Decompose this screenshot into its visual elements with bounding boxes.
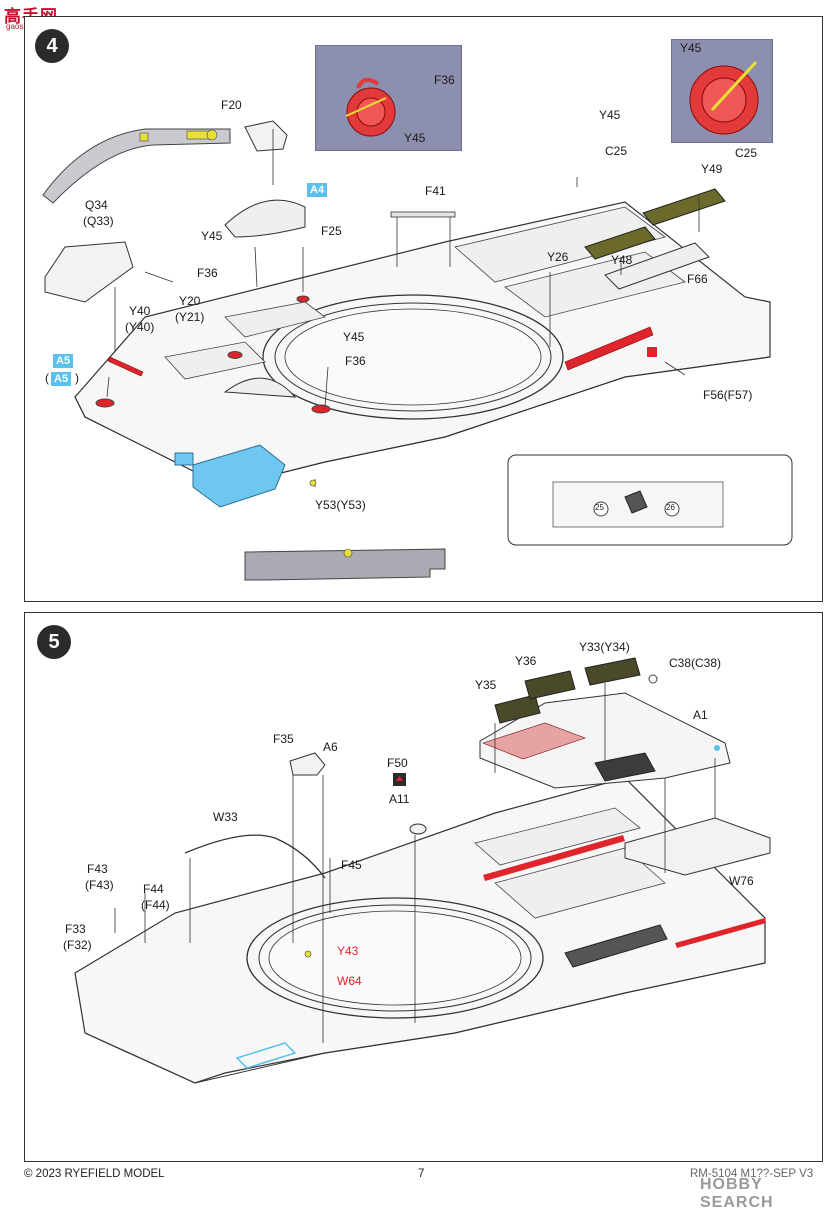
label-F43-paren: (F43) — [85, 878, 114, 892]
label-Y40: Y40 — [129, 304, 151, 318]
label-A1: A1 — [693, 708, 708, 722]
label-Y33: Y33(Y34) — [579, 640, 630, 654]
inset-hatch-detail-2: Y45 — [671, 39, 773, 143]
inset-2-label-C25: C25 — [735, 146, 758, 160]
label-F43: F43 — [87, 862, 108, 876]
footer-page-number: 7 — [418, 1168, 425, 1180]
label-Y40-paren: (Y40) — [125, 320, 155, 334]
detail-label-26: 26 — [666, 503, 675, 512]
label-W33: W33 — [213, 810, 238, 824]
label-F33: F33 — [65, 922, 86, 936]
label-W76: W76 — [729, 874, 754, 888]
inset-2-label-Y45: Y45 — [680, 41, 702, 55]
label-F45: F45 — [341, 858, 362, 872]
label-W64: W64 — [337, 974, 362, 988]
label-C25: C25 — [605, 144, 628, 158]
label-Y36: Y36 — [515, 654, 537, 668]
inset-1-label-Y45: Y45 — [404, 131, 426, 145]
label-F36-b: F36 — [345, 354, 366, 368]
label-A6: A6 — [323, 740, 338, 754]
label-A5-paren-open: ( — [45, 371, 49, 385]
label-Y53: Y53(Y53) — [315, 498, 366, 512]
step-4-panel: 4 — [24, 16, 823, 602]
label-F20: F20 — [221, 98, 242, 112]
label-A5-paren-close: ) — [75, 371, 79, 385]
footer-copyright: © 2023 RYEFIELD MODEL — [24, 1168, 165, 1180]
part-tag-A4: A4 — [307, 183, 328, 197]
step-4-drawing — [42, 120, 793, 581]
detail-label-25: 25 — [595, 503, 604, 512]
label-Y45-a: Y45 — [201, 229, 223, 243]
step-5-panel: 5 — [24, 612, 823, 1162]
part-tag-A5: A5 — [53, 354, 74, 368]
label-Q34: Q34 — [85, 198, 108, 212]
label-F32: (F32) — [63, 938, 92, 952]
footer-code: RM-5104 M1??-SEP V3 — [690, 1168, 814, 1180]
inset-hatch-detail-1: F36 Y45 — [315, 45, 462, 151]
label-F25: F25 — [321, 224, 342, 238]
part-tag-A5-alt: A5 — [51, 372, 72, 386]
label-Y21: (Y21) — [175, 310, 205, 324]
label-Y35: Y35 — [475, 678, 497, 692]
label-F44-paren: (F44) — [141, 898, 170, 912]
label-F50: F50 — [387, 756, 408, 770]
label-Y20: Y20 — [179, 294, 201, 308]
label-F41: F41 — [425, 184, 446, 198]
label-A11: A11 — [389, 792, 410, 806]
label-Y49: Y49 — [701, 162, 723, 176]
step-number-badge: 4 — [35, 29, 69, 63]
label-F35: F35 — [273, 732, 294, 746]
label-F66: F66 — [687, 272, 708, 286]
label-Q33: (Q33) — [83, 214, 114, 228]
watermark-hobby-search: HOBBY SEARCH — [700, 1176, 774, 1211]
label-Y45-b: Y45 — [343, 330, 365, 344]
label-Y48: Y48 — [611, 253, 633, 267]
label-F56: F56(F57) — [703, 388, 753, 402]
step-number-badge: 5 — [37, 625, 71, 659]
step-5-drawing — [74, 657, 771, 1084]
label-Y45-c: Y45 — [599, 108, 621, 122]
label-C38: C38(C38) — [669, 656, 722, 670]
label-F44: F44 — [143, 882, 164, 896]
inset-1-label-F36: F36 — [434, 73, 455, 87]
label-Y26: Y26 — [547, 250, 569, 264]
inset-2-drawing — [689, 60, 759, 135]
inset-1-drawing — [345, 77, 396, 137]
label-Y43: Y43 — [337, 944, 359, 958]
label-F36-a: F36 — [197, 266, 218, 280]
